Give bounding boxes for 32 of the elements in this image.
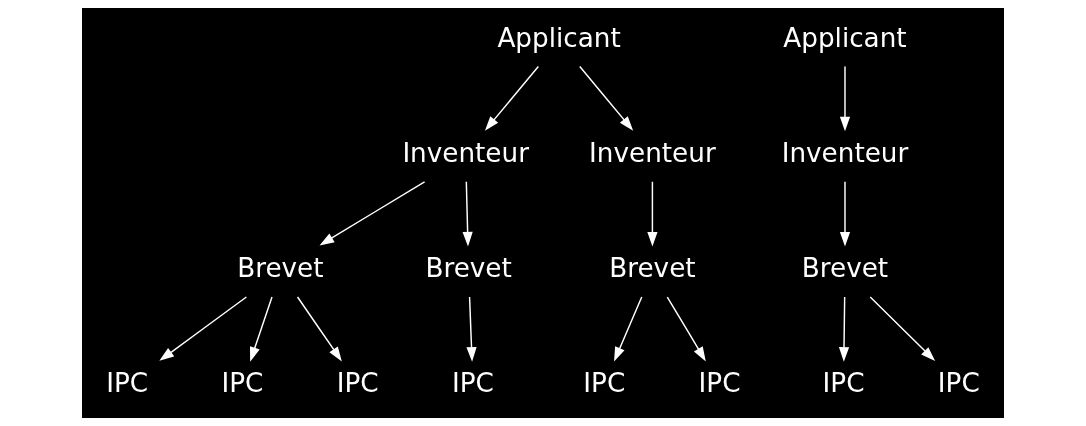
node-text: IPC	[221, 368, 264, 399]
arrow	[484, 65, 540, 131]
node-text: IPC	[106, 368, 149, 399]
node-text: Brevet	[801, 253, 889, 284]
arrow	[250, 296, 273, 362]
arrow	[159, 296, 248, 361]
arrow	[647, 181, 658, 247]
node-text: IPC	[822, 368, 865, 399]
arrow	[296, 296, 342, 362]
node-text: Brevet	[609, 253, 696, 284]
node-text: Brevet	[237, 253, 324, 284]
node-text: Applicant	[783, 22, 907, 53]
node-text: Inventeur	[781, 137, 909, 168]
node-text: Brevet	[425, 253, 512, 284]
node-text: IPC	[583, 368, 626, 399]
arrow	[579, 65, 634, 131]
node-text: IPC	[336, 368, 379, 399]
arrow	[869, 296, 936, 362]
arrow	[462, 181, 473, 247]
node-text: Inventeur	[402, 137, 529, 168]
arrow	[319, 181, 426, 246]
arrow	[614, 296, 643, 362]
arrow	[839, 181, 851, 247]
node-text: IPC	[937, 368, 980, 399]
arrow	[466, 296, 477, 362]
node-text: Inventeur	[589, 137, 716, 168]
arrow	[839, 65, 851, 132]
arrow	[838, 296, 850, 362]
arrow	[666, 296, 706, 362]
node-text: IPC	[698, 368, 741, 399]
node-text: Applicant	[497, 22, 621, 53]
node-text: IPC	[452, 368, 494, 399]
